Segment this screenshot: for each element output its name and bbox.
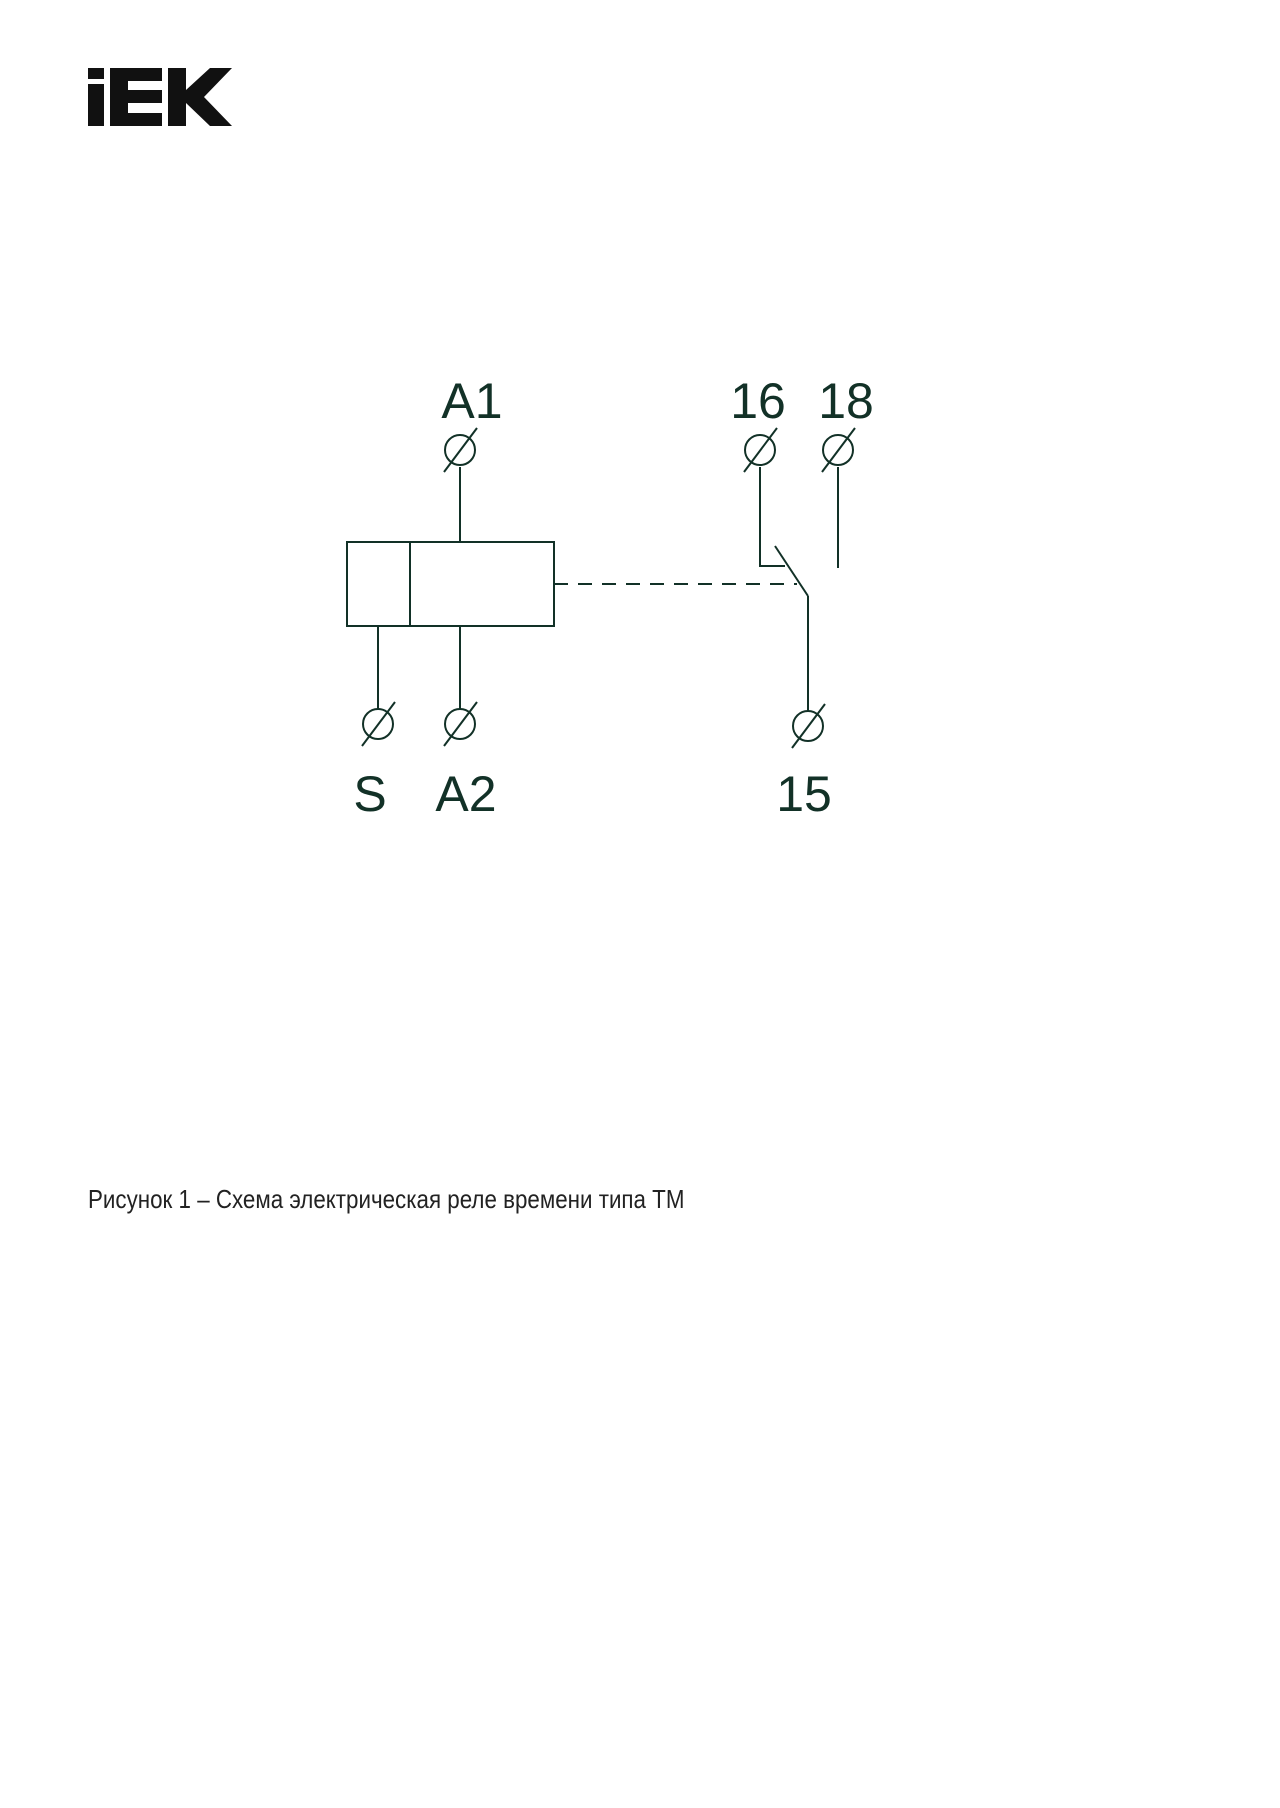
label-a2: A2 — [435, 766, 496, 822]
iek-logo — [88, 68, 232, 126]
coil-box — [346, 541, 555, 627]
terminal-15-symbol — [791, 703, 826, 749]
label-16: 16 — [730, 373, 786, 429]
label-15: 15 — [776, 766, 832, 822]
contact-16-wire — [759, 467, 785, 567]
terminal-16-symbol — [743, 427, 778, 473]
label-18: 18 — [818, 373, 874, 429]
terminal-18-symbol — [821, 427, 856, 473]
figure-caption: Рисунок 1 – Схема электрическая реле вре… — [88, 1184, 685, 1214]
label-a1: A1 — [441, 373, 502, 429]
terminal-a2-symbol — [443, 701, 478, 747]
label-s: S — [353, 766, 386, 822]
moving-contact — [774, 545, 809, 597]
terminal-s-symbol — [361, 701, 396, 747]
terminal-a1-symbol — [443, 427, 478, 473]
